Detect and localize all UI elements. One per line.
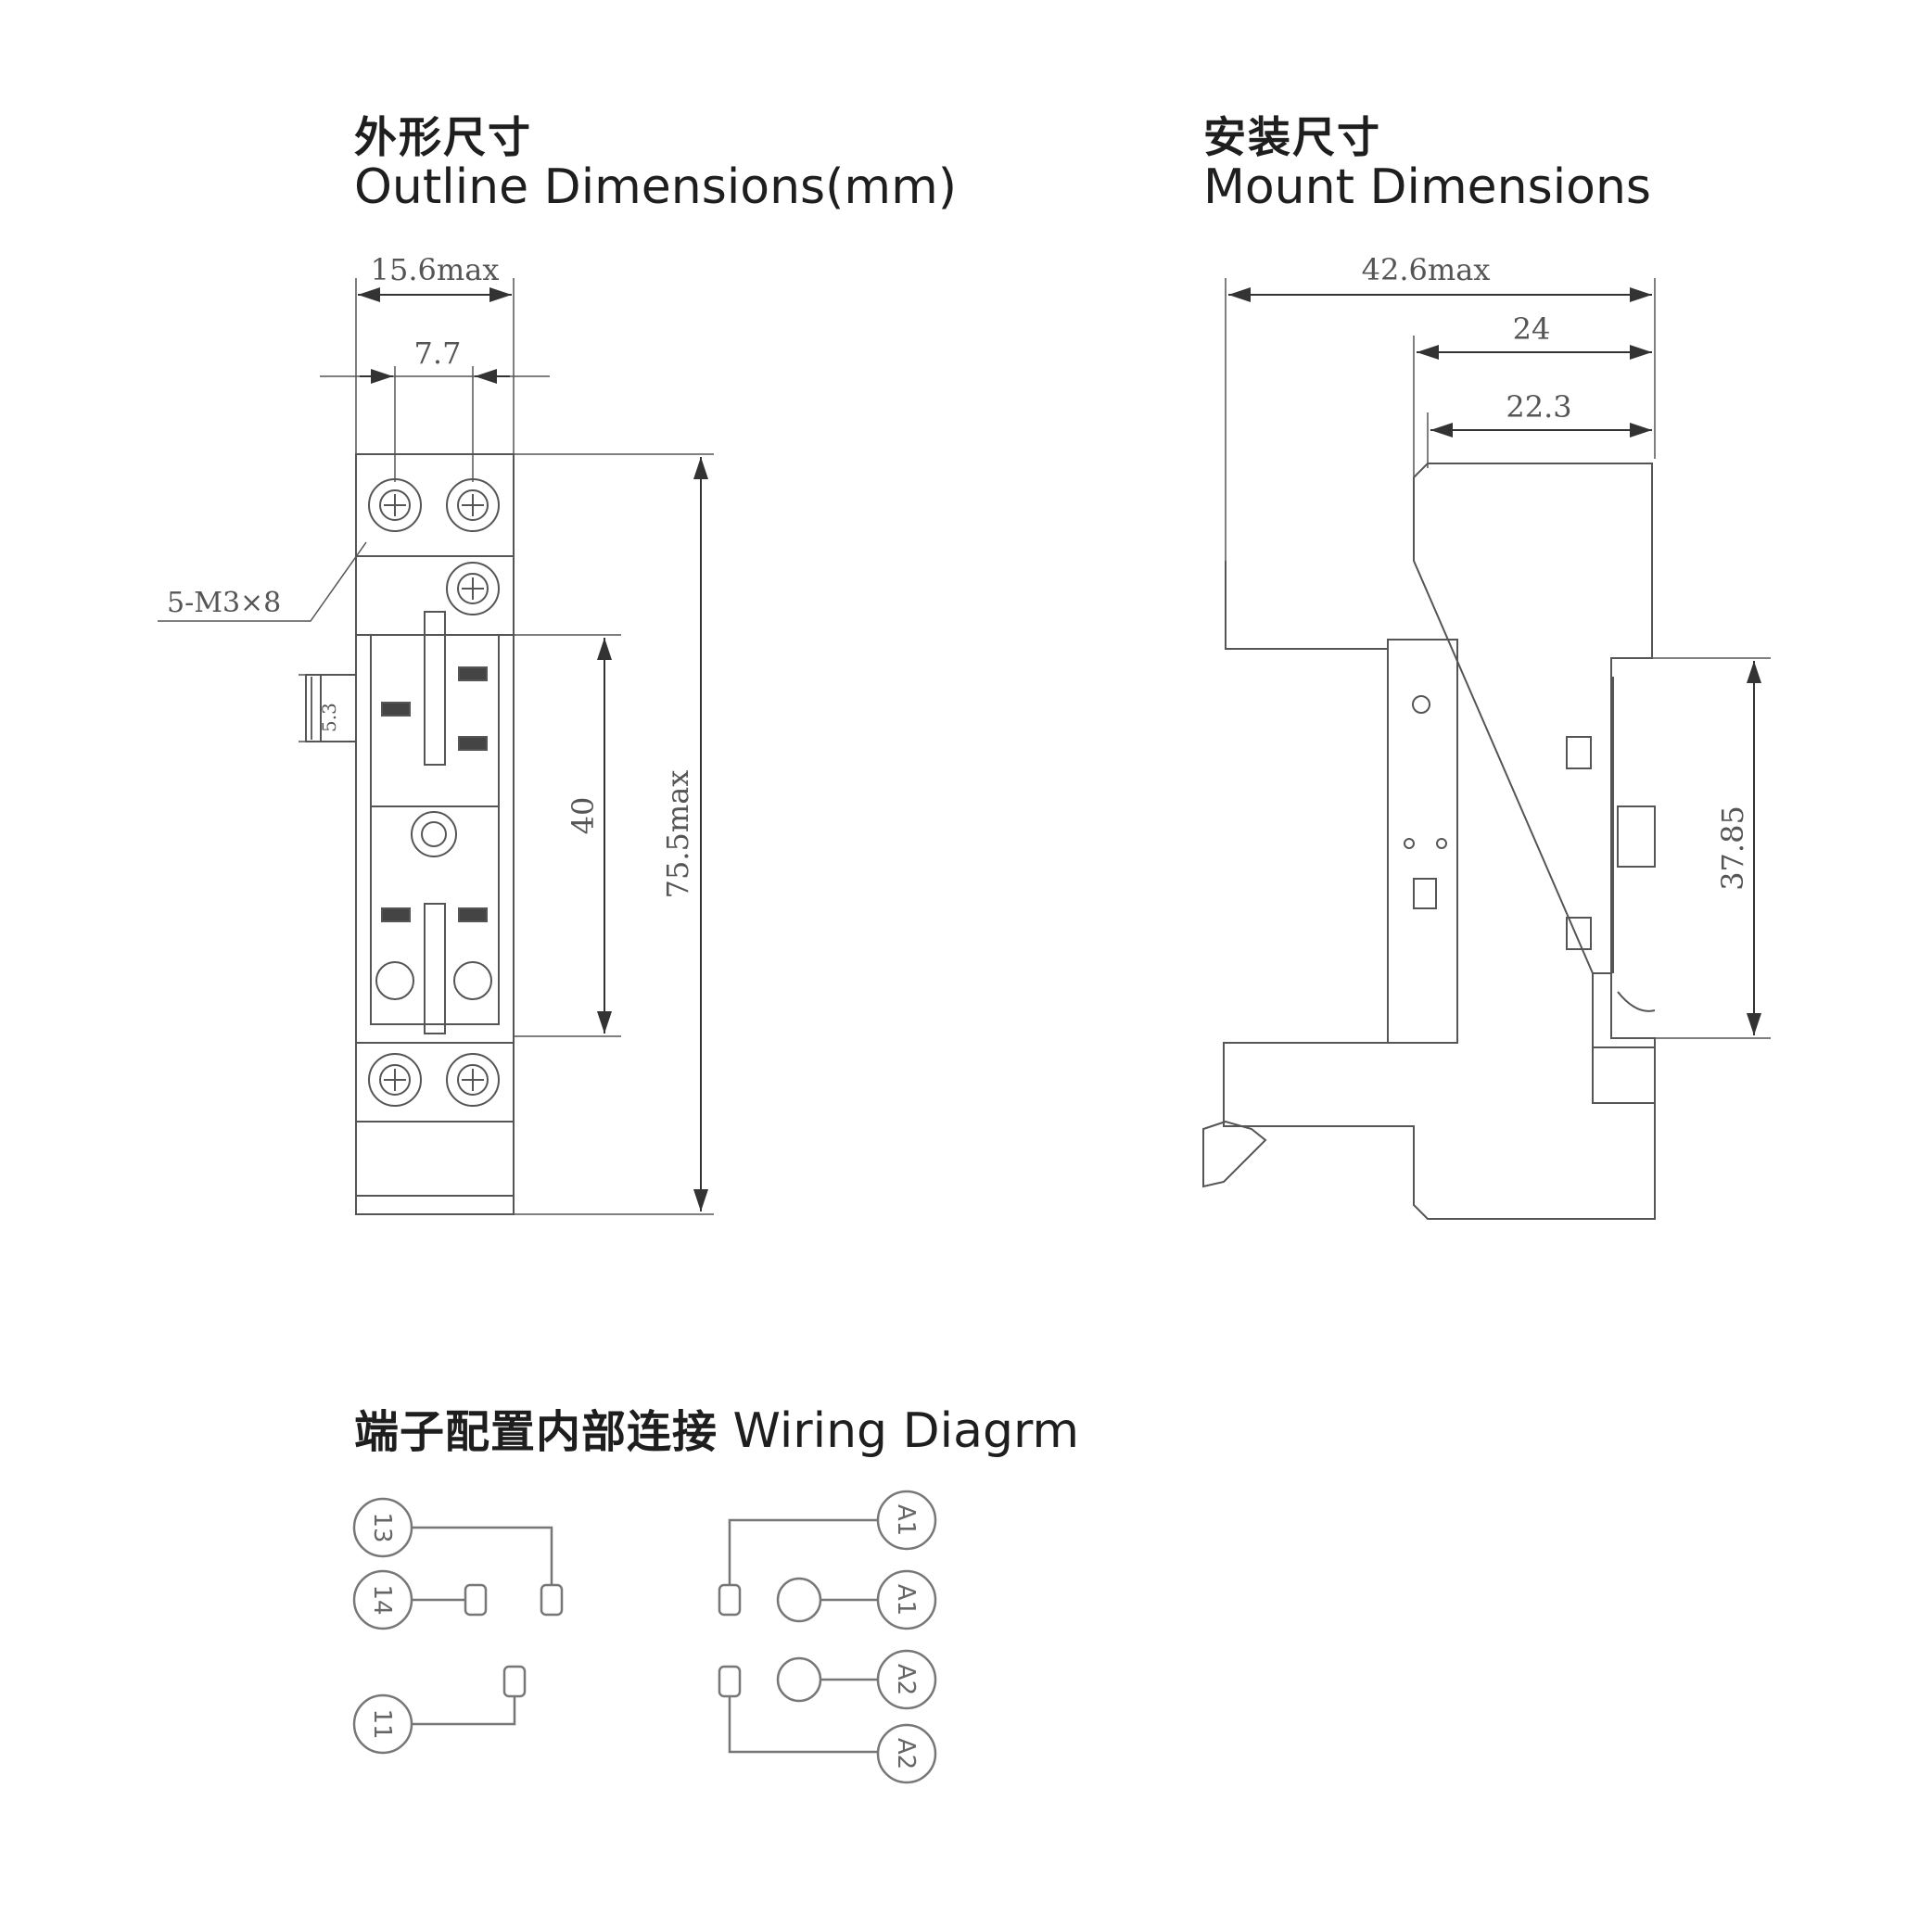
dim-rail: 37.85 — [1715, 805, 1750, 891]
contact — [718, 1583, 742, 1617]
terminal-label: 11 — [368, 1708, 396, 1739]
relay-seat — [370, 634, 500, 1025]
dim-d22: 22.3 — [1506, 389, 1571, 425]
contact — [718, 1665, 742, 1698]
side-window — [1413, 878, 1437, 909]
pin-slot — [458, 736, 488, 751]
socket-body — [355, 453, 515, 1215]
screw-terminal — [446, 562, 500, 615]
wiring-diagram — [352, 1490, 937, 1784]
wiring-title-en: Wiring Diagrm — [732, 1403, 1080, 1459]
pin-slot — [458, 907, 488, 922]
outline-title-zh: 外形尺寸 — [354, 112, 532, 162]
rivet — [1436, 838, 1447, 849]
pin-slot — [381, 702, 411, 717]
outline-front-view — [305, 453, 515, 1215]
socket-profile — [1223, 463, 1656, 1220]
wire — [728, 1696, 878, 1754]
mount-dimensions: 42.6max 24 22.3 37.85 — [1225, 252, 1771, 1039]
wiring-title: 端子配置内部连接 Wiring Diagrm — [354, 1395, 1079, 1460]
center-hole — [411, 811, 457, 857]
wiring-title-zh: 端子配置内部连接 — [354, 1406, 718, 1458]
coil-terminal — [375, 961, 414, 1000]
contact — [464, 1583, 488, 1617]
rail-latch — [1617, 805, 1656, 868]
dim-screw: 5-M3×8 — [167, 587, 281, 619]
coil-terminal — [453, 961, 492, 1000]
screw-terminal — [446, 478, 500, 532]
release-clip — [424, 611, 446, 766]
pin-slot — [381, 907, 411, 922]
mount-title-en: Mount Dimensions — [1203, 159, 1652, 215]
coil — [776, 1656, 822, 1703]
contact — [502, 1665, 527, 1698]
dim-height: 75.5max — [660, 770, 695, 899]
terminal-label: A1 — [892, 1584, 920, 1616]
terminal-label: 13 — [368, 1512, 396, 1542]
screw-terminal — [368, 1053, 422, 1107]
wire — [412, 1526, 553, 1585]
side-window — [1566, 736, 1592, 769]
rivet — [1404, 838, 1415, 849]
wire — [412, 1696, 516, 1726]
spring-clip — [1617, 991, 1656, 1012]
wire — [728, 1518, 878, 1585]
contact — [540, 1583, 564, 1617]
side-window — [1566, 917, 1592, 950]
pin-slot — [458, 666, 488, 681]
screw-terminal — [368, 478, 422, 532]
dim-overall-width: 15.6max — [371, 252, 500, 287]
din-clip — [1202, 1120, 1267, 1188]
mount-title-zh: 安装尺寸 — [1203, 112, 1381, 162]
leader-line — [158, 541, 367, 622]
terminal-label: A1 — [892, 1504, 920, 1536]
dim-small: 5.3 — [318, 703, 340, 732]
outline-dimensions: 15.6max 7.7 5-M3×8 5.3 40 75.5 — [158, 252, 714, 1215]
dim-overall-depth: 42.6max — [1362, 252, 1491, 287]
coil — [776, 1577, 822, 1623]
dim-pin-pitch: 7.7 — [414, 336, 462, 371]
terminal-a2 — [876, 1723, 937, 1784]
outline-title-en: Outline Dimensions(mm) — [354, 159, 958, 215]
center-hole — [421, 821, 447, 847]
terminal-label: A2 — [892, 1738, 920, 1769]
mount-side-view — [1202, 463, 1656, 1220]
terminal-label: 14 — [368, 1584, 396, 1615]
release-clip — [424, 903, 446, 1034]
wiring-labels: 13 14 11 A1 A1 A2 A2 — [368, 1504, 920, 1769]
terminal-label: A2 — [892, 1664, 920, 1695]
screw-terminal — [446, 1053, 500, 1107]
dim-d24: 24 — [1513, 311, 1551, 347]
rivet — [1412, 695, 1430, 714]
dim-span: 40 — [566, 797, 601, 835]
